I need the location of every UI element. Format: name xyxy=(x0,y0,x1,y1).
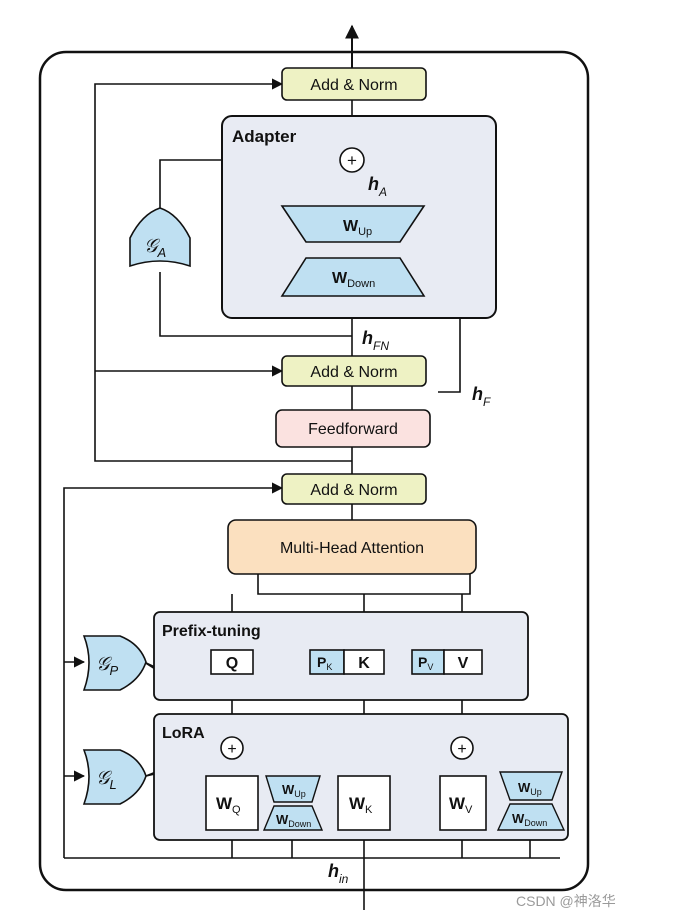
add-norm-mid-label: Add & Norm xyxy=(310,364,397,381)
h-in-label: hin xyxy=(328,861,349,886)
lora-title: LoRA xyxy=(162,725,205,742)
pk-box xyxy=(309,649,345,675)
wk-box xyxy=(337,775,391,831)
q-box xyxy=(210,649,254,675)
lora-q-w-up-label: WUp xyxy=(282,782,306,799)
lora-v-w-down xyxy=(496,803,566,831)
lora-v-w-down-label: WDown xyxy=(512,811,547,828)
h-a-label: hA xyxy=(368,174,387,199)
wv-label: WV xyxy=(449,794,473,816)
lora-q-w-up xyxy=(265,775,321,803)
adapter-plus-symbol: + xyxy=(347,151,357,170)
k-label: K xyxy=(358,655,370,672)
gate-p xyxy=(82,635,147,691)
adapter-w-up-label: WUp xyxy=(343,218,372,238)
adapter-w-down xyxy=(280,257,426,297)
pk-label: PK xyxy=(317,654,332,672)
adapter-title: Adapter xyxy=(232,127,297,146)
gate-a xyxy=(129,207,191,268)
h-fn-label: hFN xyxy=(362,328,389,353)
pv-label: PV xyxy=(418,654,433,672)
lora-v-w-up xyxy=(499,771,563,801)
wq-box xyxy=(205,775,259,831)
adapter-plus-node xyxy=(339,147,365,173)
lora-q-w-down-label: WDown xyxy=(276,812,311,829)
wq-label: WQ xyxy=(216,794,241,816)
adapter-w-up xyxy=(280,205,426,243)
gate-a-label: 𝒢A xyxy=(144,236,166,260)
gate-l xyxy=(82,749,147,805)
wv-box xyxy=(439,775,487,831)
prefix-tuning-title: Prefix-tuning xyxy=(162,623,261,640)
add-norm-top xyxy=(281,67,427,101)
v-box xyxy=(443,649,483,675)
multi-head-attention-box xyxy=(227,519,477,575)
lora-plus-v-symbol: + xyxy=(457,741,466,758)
lora-plus-v xyxy=(450,736,474,760)
q-label: Q xyxy=(226,655,238,672)
lora-plus-q xyxy=(220,736,244,760)
add-norm-mid xyxy=(281,355,427,387)
wk-label: WK xyxy=(349,794,373,816)
gate-l-label: 𝒢L xyxy=(96,768,117,792)
add-norm-bottom-label: Add & Norm xyxy=(310,482,397,499)
gate-p-label: 𝒢P xyxy=(96,654,119,678)
outer-block-frame xyxy=(38,50,590,892)
h-f-label: hF xyxy=(472,384,491,409)
lora-q-w-down xyxy=(262,805,324,831)
watermark: CSDN @神洛华 xyxy=(516,893,616,909)
add-norm-top-label: Add & Norm xyxy=(310,77,397,94)
add-norm-bottom xyxy=(281,473,427,505)
feedforward-label: Feedforward xyxy=(308,421,398,438)
multi-head-attention-label: Multi-Head Attention xyxy=(280,540,424,557)
v-label: V xyxy=(458,655,469,672)
adapter-w-down-label: WDown xyxy=(332,270,375,290)
lora-v-w-up-label: WUp xyxy=(518,780,542,797)
k-box xyxy=(343,649,385,675)
lora-plus-q-symbol: + xyxy=(227,741,236,758)
feedforward-box xyxy=(275,409,431,448)
